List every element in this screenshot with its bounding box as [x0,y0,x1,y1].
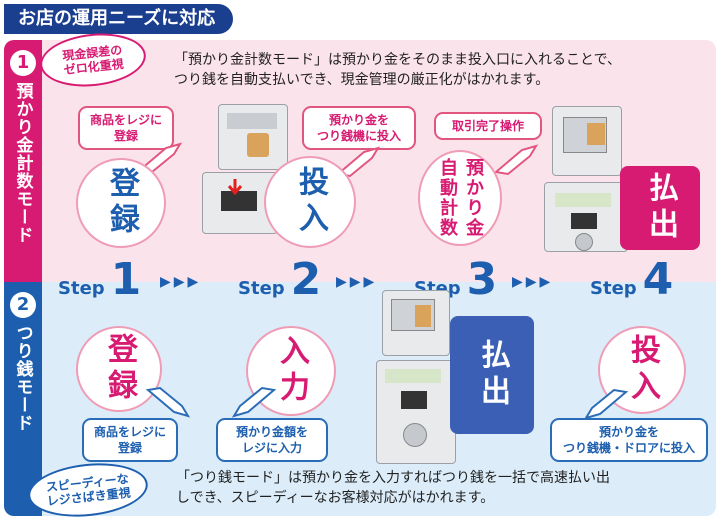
page-title: お店の運用ニーズに対応 [4,4,234,34]
change-machine-photo [544,182,628,252]
arrow-right-icon: ▶▶▶ [512,274,554,290]
mode1-bubble-register: 商品をレジに 登録 [78,106,174,150]
mode1-action-autocount: 預かり金 自動計数 [418,150,502,246]
mode2-action-register: 登録 [76,326,162,412]
mode2-bubble-input: 預かり金額を レジに入力 [216,418,328,462]
pointing-hand-icon [145,386,191,418]
mode2-action-payout: 払出 [450,316,534,434]
mode1-action-payout: 払出 [620,166,700,250]
mode2-number: 2 [10,292,36,318]
mode2-bubble-insert: 預かり金を つり銭機・ドロアに投入 [550,418,708,462]
mode1-action-insert: 投入 [264,156,356,248]
change-machine-photo [552,106,622,176]
mode1-bubble-insert: 預かり金を つり銭機に投入 [302,106,416,150]
mode1-description: 「預かり金計数モード」は預かり金をそのまま投入口に入れることで、 つり銭を自動支… [174,52,622,88]
mode1-number: 1 [10,50,36,76]
coin-tray-photo [218,104,288,170]
mode1-tab: 1 預かり金計数モード [4,40,42,282]
mode1-bubble-complete: 取引完了操作 [434,112,542,140]
mode2-name: つり銭モード [12,324,33,432]
mode2-tab: 2 つり銭モード [4,282,42,516]
pointing-hand-icon [231,386,277,418]
mode2-description: 「つり銭モード」は預かり金を入力すればつり銭を一括で高速払い出 しでき、スピーデ… [176,470,610,506]
arrow-right-icon: ▶▶▶ [336,274,378,290]
mode1-action-register: 登録 [76,158,166,248]
change-machine-photo [376,360,456,464]
arrow-down-icon [227,179,243,196]
arrow-right-icon: ▶▶▶ [160,274,202,290]
mode-comparison-panel: 1 預かり金計数モード 2 つり銭モード 現金誤差の ゼロ化重視 「預かり金計数… [4,28,716,520]
mode2-bubble-register: 商品をレジに 登録 [82,418,178,462]
pointing-hand-icon [493,144,539,176]
mode1-name: 預かり金計数モード [12,82,33,244]
pointing-hand-icon [583,388,629,420]
change-machine-photo [382,290,450,356]
